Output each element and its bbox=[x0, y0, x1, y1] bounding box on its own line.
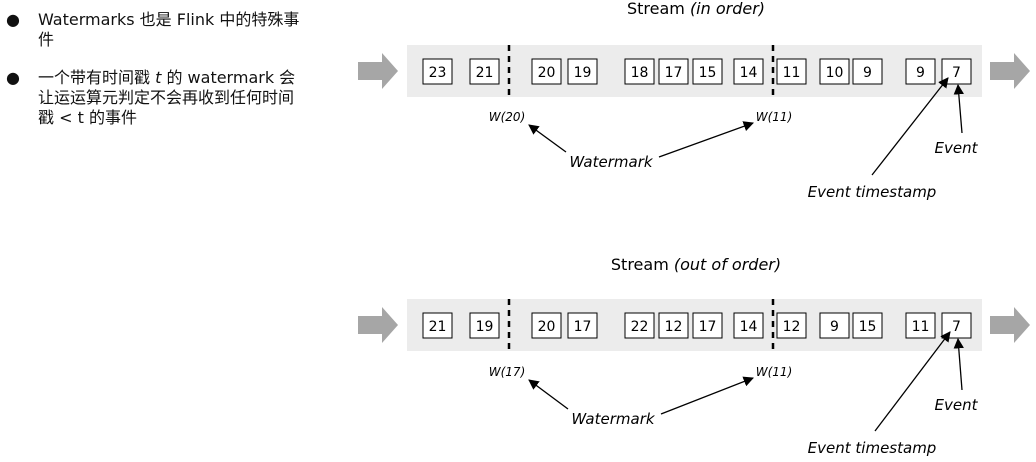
event-box bbox=[624, 312, 655, 339]
event-value: 12 bbox=[665, 319, 683, 335]
bullet-text-suffix: 的 watermark 会让运运算元判定不会再收到任何时间戳 < t 的事件 bbox=[38, 68, 296, 127]
event-box bbox=[905, 58, 936, 85]
bullet-text: Watermarks 也是 Flink 中的特殊事件 bbox=[38, 10, 300, 49]
event-value: 7 bbox=[952, 319, 961, 335]
event-box bbox=[776, 58, 807, 85]
event-box bbox=[531, 312, 562, 339]
event-box bbox=[422, 58, 453, 85]
bullet-variable: t bbox=[155, 68, 162, 87]
bullet-dot: ● bbox=[6, 68, 20, 87]
timestamp-annotation: Event timestamp bbox=[808, 183, 937, 201]
event-value: 9 bbox=[863, 65, 872, 81]
bullet-text: 一个带有时间戳 bbox=[38, 68, 156, 87]
event-value: 21 bbox=[476, 65, 494, 81]
event-value: 19 bbox=[574, 65, 592, 81]
event-value: 23 bbox=[429, 65, 447, 81]
flow-arrow-out bbox=[990, 307, 1030, 343]
event-value: 19 bbox=[476, 319, 494, 335]
event-value: 11 bbox=[912, 319, 930, 335]
watermark-label: W(20) bbox=[489, 110, 526, 124]
watermark-pointer-arrow bbox=[528, 379, 569, 410]
event-box bbox=[567, 58, 598, 85]
bullet-dot: ● bbox=[6, 10, 20, 29]
event-annotation: Event bbox=[935, 396, 979, 414]
event-box bbox=[658, 58, 689, 85]
event-value: 11 bbox=[783, 65, 801, 81]
event-value: 22 bbox=[631, 319, 649, 335]
event-box bbox=[567, 312, 598, 339]
watermark-annotation: Watermark bbox=[569, 153, 653, 171]
event-value: 17 bbox=[665, 65, 683, 81]
watermark-pointer-arrow bbox=[660, 376, 754, 415]
event-box bbox=[776, 312, 807, 339]
event-box bbox=[852, 58, 883, 85]
event-box bbox=[819, 58, 850, 85]
event-box bbox=[692, 58, 723, 85]
watermark-pointer-arrow bbox=[658, 121, 754, 158]
timestamp-pointer-arrow bbox=[874, 331, 951, 432]
event-value: 21 bbox=[429, 319, 447, 335]
event-value: 20 bbox=[538, 65, 556, 81]
event-box bbox=[658, 312, 689, 339]
flow-arrow-out bbox=[990, 53, 1030, 89]
flow-arrow-in bbox=[358, 53, 398, 89]
watermark-label: W(11) bbox=[756, 365, 793, 379]
event-box bbox=[469, 312, 500, 339]
stream-title: Stream (in order) bbox=[627, 0, 765, 18]
event-box bbox=[819, 312, 850, 339]
event-value: 12 bbox=[783, 319, 801, 335]
event-box bbox=[692, 312, 723, 339]
event-box bbox=[422, 312, 453, 339]
event-pointer-arrow bbox=[953, 337, 964, 391]
stream-title: Stream (out of order) bbox=[611, 255, 781, 274]
event-value: 17 bbox=[574, 319, 592, 335]
event-box bbox=[733, 312, 764, 339]
event-value: 9 bbox=[916, 65, 925, 81]
event-annotation: Event bbox=[935, 139, 979, 157]
event-box bbox=[531, 58, 562, 85]
event-value: 15 bbox=[699, 65, 717, 81]
watermark-label: W(17) bbox=[489, 365, 526, 379]
event-box bbox=[733, 58, 764, 85]
watermark-pointer-arrow bbox=[528, 124, 567, 153]
event-value: 9 bbox=[830, 319, 839, 335]
watermark-annotation: Watermark bbox=[571, 410, 655, 428]
bullet-list: ● Watermarks 也是 Flink 中的特殊事件 ● 一个带有时间戳 t… bbox=[6, 10, 306, 146]
timestamp-pointer-arrow bbox=[871, 77, 949, 176]
event-box bbox=[905, 312, 936, 339]
event-box bbox=[469, 58, 500, 85]
event-value: 18 bbox=[631, 65, 649, 81]
event-value: 15 bbox=[859, 319, 877, 335]
event-pointer-arrow bbox=[953, 83, 964, 134]
bullet-item: ● Watermarks 也是 Flink 中的特殊事件 bbox=[6, 10, 306, 50]
event-box bbox=[624, 58, 655, 85]
flow-arrow-in bbox=[358, 307, 398, 343]
event-box bbox=[852, 312, 883, 339]
event-value: 7 bbox=[952, 65, 961, 81]
timestamp-annotation: Event timestamp bbox=[808, 439, 937, 457]
event-value: 10 bbox=[826, 65, 844, 81]
event-value: 20 bbox=[538, 319, 556, 335]
event-value: 14 bbox=[740, 319, 758, 335]
bullet-item: ● 一个带有时间戳 t 的 watermark 会让运运算元判定不会再收到任何时… bbox=[6, 68, 306, 128]
event-value: 14 bbox=[740, 65, 758, 81]
watermark-label: W(11) bbox=[756, 110, 793, 124]
event-value: 17 bbox=[699, 319, 717, 335]
